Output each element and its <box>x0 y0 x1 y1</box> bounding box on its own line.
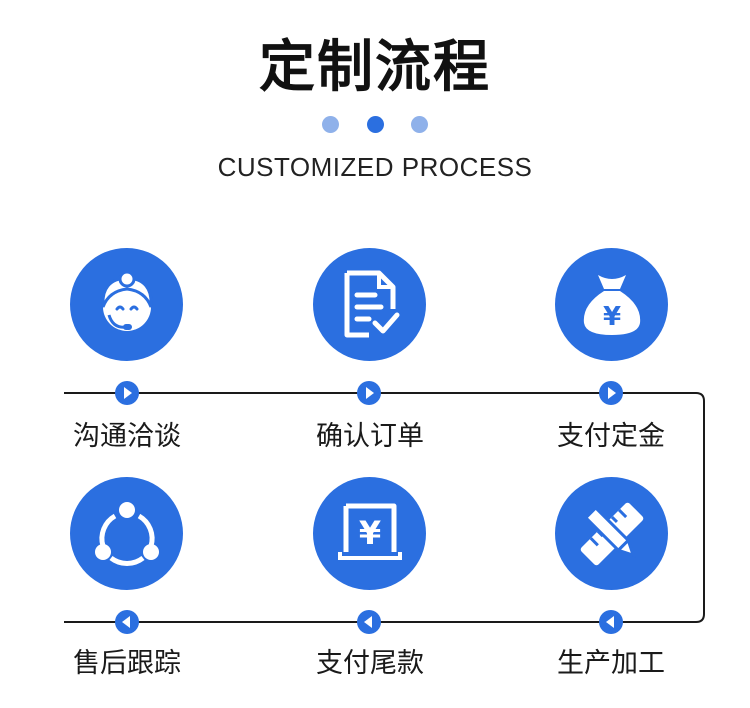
dot-left <box>322 116 339 133</box>
step-2-arrow-right-icon <box>357 381 381 405</box>
svg-text:¥: ¥ <box>358 514 380 552</box>
page-title: 定制流程 <box>259 35 491 100</box>
step-5-arrow-left-icon <box>357 610 381 634</box>
step-6-arrow-left-icon <box>599 610 623 634</box>
dot-center <box>367 116 384 133</box>
step-5-circle: ¥ <box>313 477 426 590</box>
share-cycle-icon <box>94 501 159 566</box>
svg-text:¥: ¥ <box>602 302 620 332</box>
decorative-dots <box>0 116 750 134</box>
step-6-label: 生产加工 <box>557 648 665 679</box>
step-6-circle <box>555 477 668 590</box>
step-1-circle <box>70 248 183 361</box>
step-1-arrow-right-icon <box>115 381 139 405</box>
step-3-circle: ¥ <box>555 248 668 361</box>
step-4-arrow-left-icon <box>115 610 139 634</box>
yen-payment-icon: ¥ <box>337 503 402 560</box>
step-4-label: 售后跟踪 <box>73 648 181 679</box>
step-2-circle <box>313 248 426 361</box>
dot-right <box>411 116 428 133</box>
step-3-arrow-right-icon <box>599 381 623 405</box>
page-subtitle: CUSTOMIZED PROCESS <box>217 152 533 182</box>
step-4-circle <box>70 477 183 590</box>
step-5-label: 支付尾款 <box>316 648 424 679</box>
step-2-label: 确认订单 <box>316 421 424 452</box>
step-3-label: 支付定金 <box>557 421 665 452</box>
money-bag-icon: ¥ <box>583 274 640 335</box>
customer-service-icon <box>100 270 153 331</box>
pencil-ruler-icon <box>580 502 643 565</box>
document-check-icon <box>344 270 399 337</box>
step-1-label: 沟通洽谈 <box>73 421 181 452</box>
